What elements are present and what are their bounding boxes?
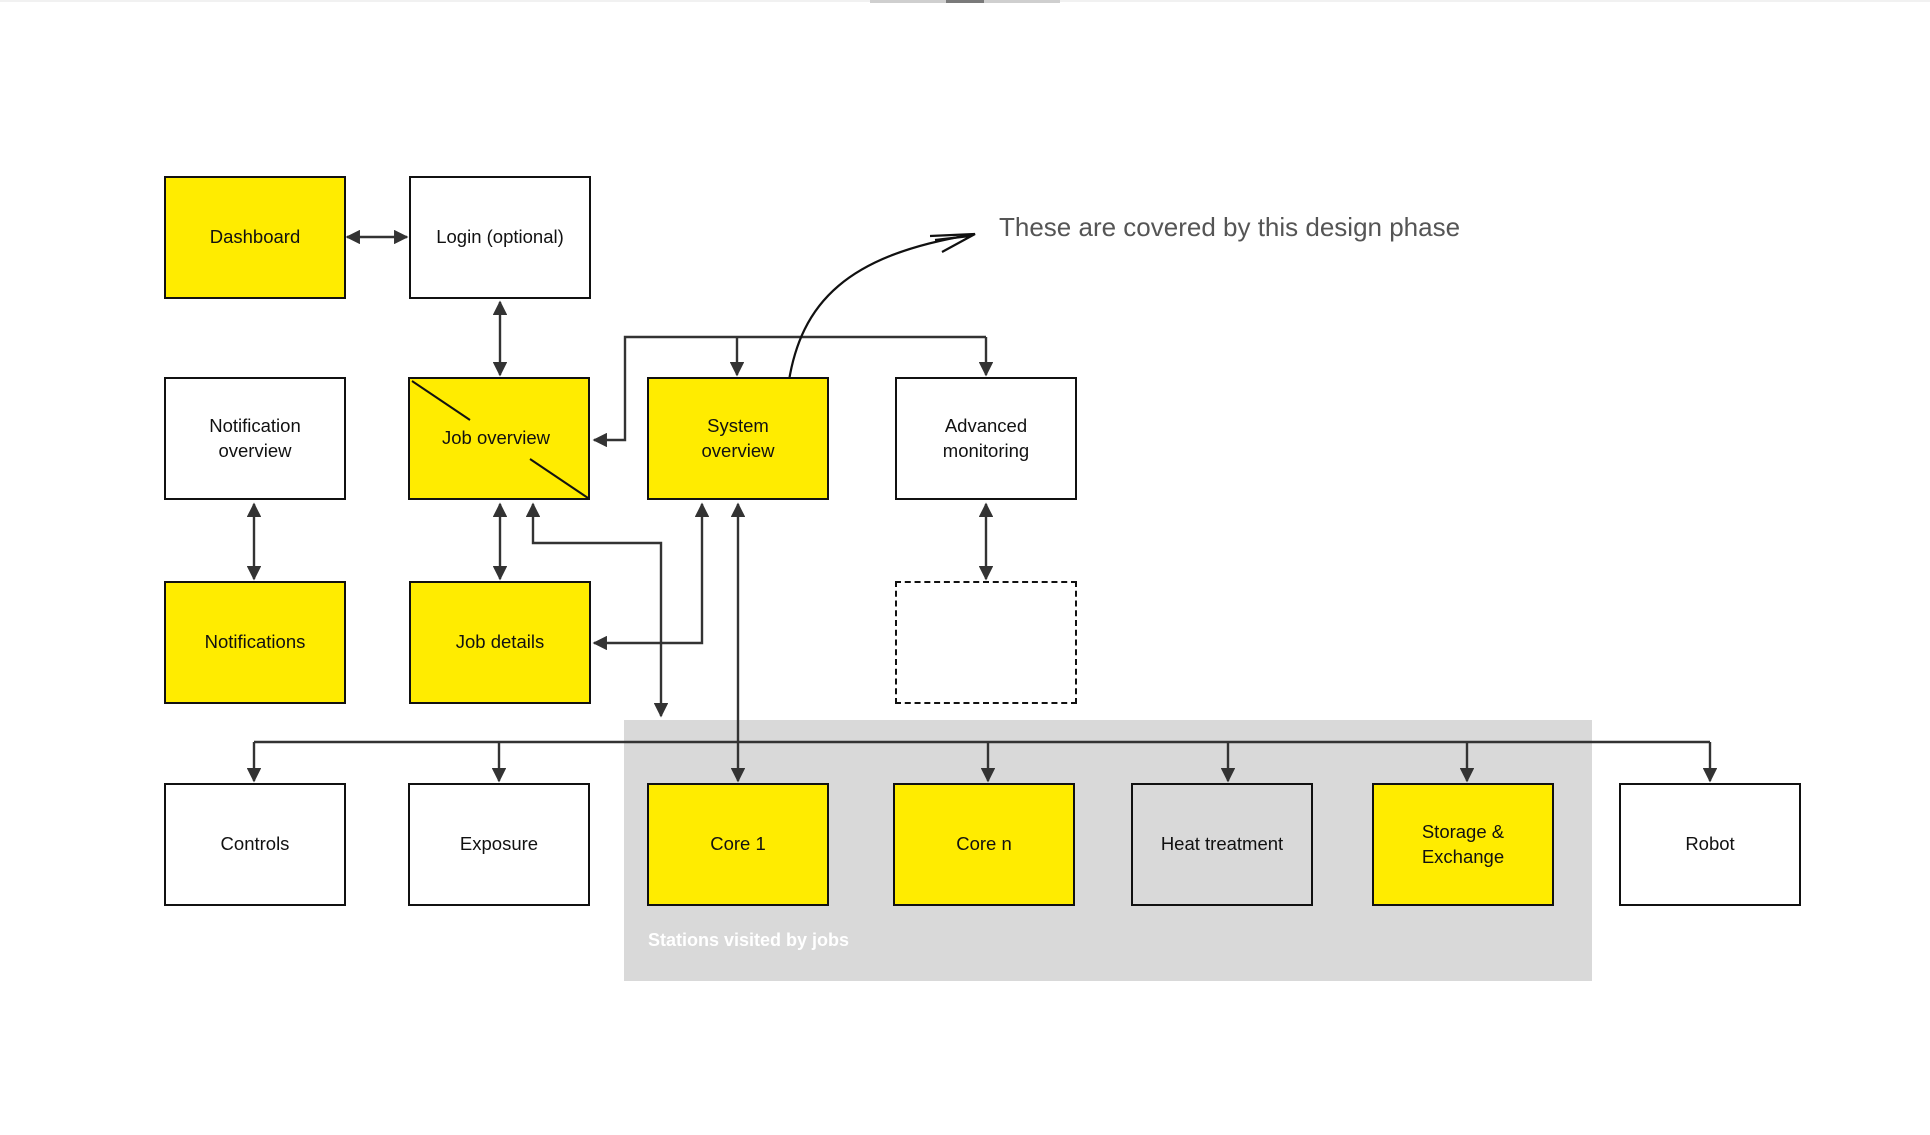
node-placeholder[interactable] [895, 581, 1077, 704]
edge-mid-junction-job-overview [525, 502, 663, 643]
node-advanced-monitoring[interactable]: Advanced monitoring [895, 377, 1077, 500]
node-job-details[interactable]: Job details [409, 581, 591, 704]
annotation-pointer [786, 233, 971, 388]
node-login[interactable]: Login (optional) [409, 176, 591, 299]
node-exposure[interactable]: Exposure [408, 783, 590, 906]
node-heat-treatment[interactable]: Heat treatment [1131, 783, 1313, 906]
node-system-overview[interactable]: System overview [647, 377, 829, 500]
node-job-overview[interactable]: Job overview [408, 377, 590, 500]
node-notification-overview[interactable]: Notification overview [164, 377, 346, 500]
annotation-pointer-head [929, 232, 976, 253]
node-robot[interactable]: Robot [1619, 783, 1801, 906]
horizontal-scrollbar[interactable] [870, 0, 1060, 3]
node-notifications[interactable]: Notifications [164, 581, 346, 704]
job-overview-diagonal-marks [411, 380, 589, 499]
edge-top-junction-job-overview [592, 335, 986, 448]
edge-mid-junction-system-overview [661, 502, 710, 645]
node-storage-exchange[interactable]: Storage & Exchange [1372, 783, 1554, 906]
design-phase-annotation: These are covered by this design phase [999, 212, 1461, 242]
stations-group-label: Stations visited by jobs [648, 930, 850, 950]
node-core-1[interactable]: Core 1 [647, 783, 829, 906]
node-controls[interactable]: Controls [164, 783, 346, 906]
scrollbar-thumb[interactable] [946, 0, 984, 3]
node-dashboard[interactable]: Dashboard [164, 176, 346, 299]
node-core-n[interactable]: Core n [893, 783, 1075, 906]
